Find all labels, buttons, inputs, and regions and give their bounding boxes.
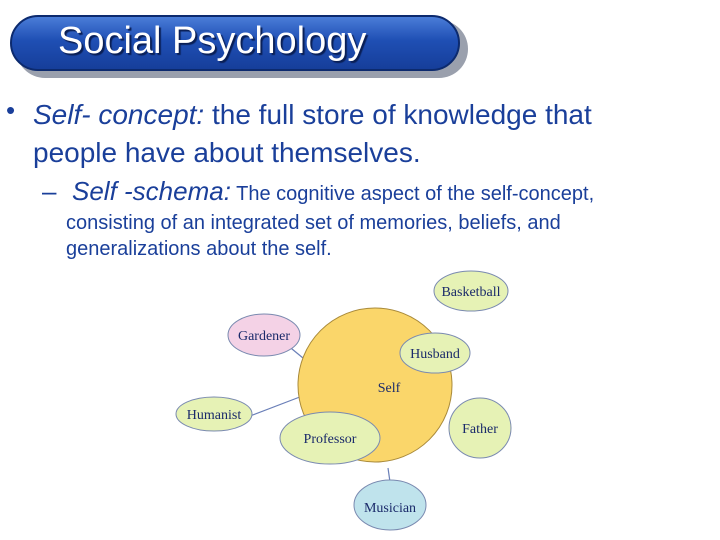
node-husband bbox=[399, 332, 471, 374]
node-professor-label: Professor bbox=[304, 432, 357, 447]
node-musician bbox=[353, 479, 427, 531]
self-concept-definition-1: the full store of knowledge that bbox=[204, 99, 592, 130]
bullet-line-1: Self- concept: the full store of knowled… bbox=[33, 99, 592, 131]
connector-humanist bbox=[249, 394, 306, 417]
node-professor bbox=[279, 411, 381, 465]
node-humanist bbox=[175, 396, 253, 432]
node-musician-label: Musician bbox=[364, 501, 416, 516]
sub-bullet-line-1: Self -schema: The cognitive aspect of th… bbox=[72, 176, 594, 207]
node-basketball-label: Basketball bbox=[441, 285, 500, 300]
node-husband-label: Husband bbox=[410, 347, 460, 362]
bullet-dot: • bbox=[6, 95, 16, 125]
self-concept-definition-2: people have about themselves. bbox=[33, 137, 421, 168]
term-self-schema: Self -schema: bbox=[72, 176, 231, 206]
self-schema-definition-1: The cognitive aspect of the self-concept… bbox=[230, 183, 595, 205]
title-banner bbox=[10, 15, 460, 71]
node-father-label: Father bbox=[462, 422, 498, 437]
node-humanist-label: Humanist bbox=[187, 408, 242, 423]
self-label: Self bbox=[378, 381, 401, 396]
sub-bullet-dash: – bbox=[42, 176, 57, 206]
node-gardener-label: Gardener bbox=[238, 329, 290, 344]
node-father bbox=[448, 397, 512, 459]
slide-title: Social Psychology bbox=[58, 20, 367, 62]
self-schema-definition-3: generalizations about the self. bbox=[66, 238, 332, 260]
node-basketball bbox=[433, 270, 509, 312]
node-gardener bbox=[227, 313, 301, 357]
self-schema-definition-2: consisting of an integrated set of memor… bbox=[66, 212, 561, 234]
term-self-concept: Self- concept: bbox=[33, 99, 205, 130]
